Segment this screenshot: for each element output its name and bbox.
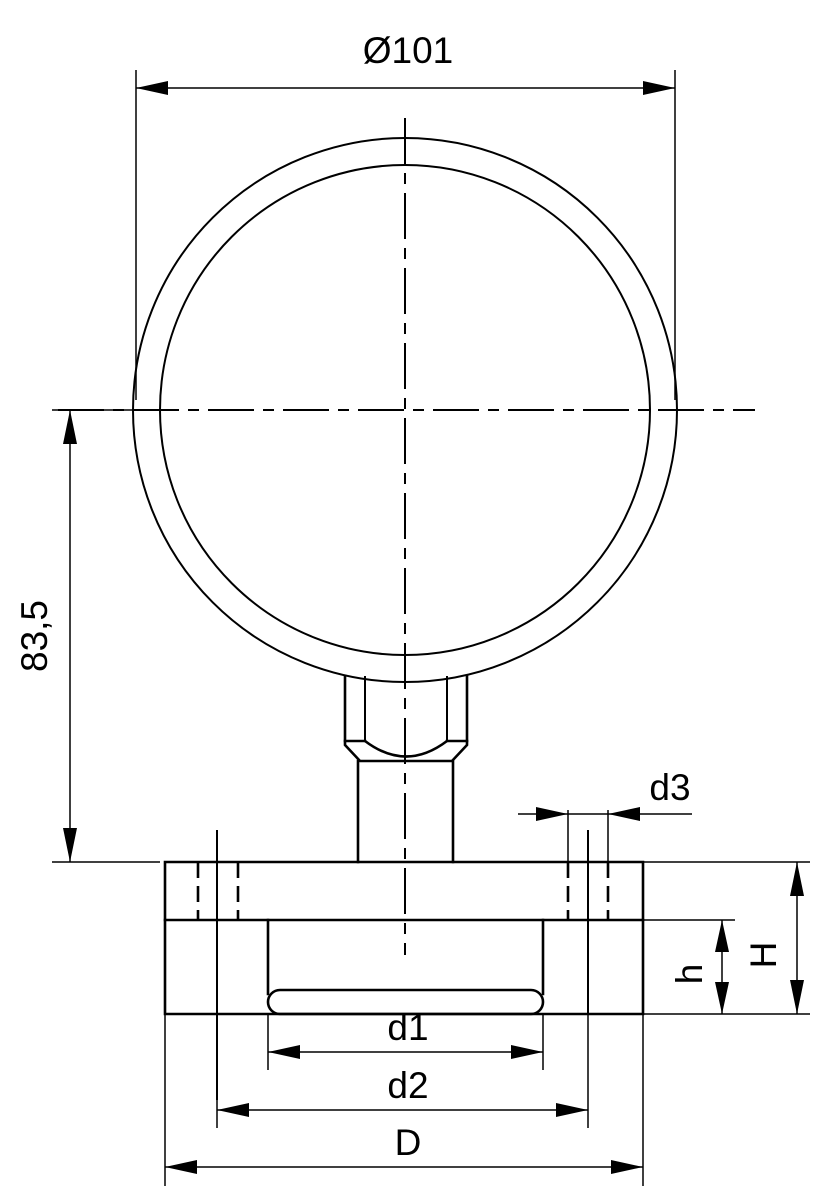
dim-D-arrow-left	[165, 1160, 197, 1174]
dim-d3-label: d3	[649, 767, 690, 808]
dim-h-arrow-top	[715, 920, 729, 952]
dim-h-label: h	[669, 964, 710, 985]
dim-101-arrow-right	[643, 81, 675, 95]
dim-d3-arrow-right	[608, 807, 640, 821]
dim-d2-arrow-left	[217, 1103, 249, 1117]
dim-H-label: H	[743, 942, 784, 969]
dim-835-arrow-bottom	[63, 828, 77, 862]
gasket-groove	[266, 988, 545, 1016]
dim-d1-arrow-right	[511, 1045, 543, 1059]
dim-101-arrow-left	[136, 81, 168, 95]
dim-835-arrow-top	[63, 410, 77, 444]
dim-d3-arrow-left	[536, 807, 568, 821]
dim-d2-label: d2	[387, 1065, 428, 1106]
dim-d2-arrow-right	[556, 1103, 588, 1117]
dim-H-arrow-bottom	[790, 980, 804, 1014]
flange-plate-lower	[163, 918, 645, 1016]
dim-d1-label: d1	[387, 1007, 428, 1048]
hex-nut-outline	[343, 674, 469, 763]
dim-101-label: Ø101	[363, 30, 454, 71]
hex-chamfer-arc	[363, 739, 449, 758]
dim-D-arrow-right	[611, 1160, 643, 1174]
dim-h-arrow-bottom	[715, 982, 729, 1014]
dim-d1-arrow-left	[268, 1045, 300, 1059]
dim-D-label: D	[395, 1122, 422, 1163]
dim-835-label: 83,5	[14, 600, 55, 672]
dim-H-arrow-top	[790, 862, 804, 896]
